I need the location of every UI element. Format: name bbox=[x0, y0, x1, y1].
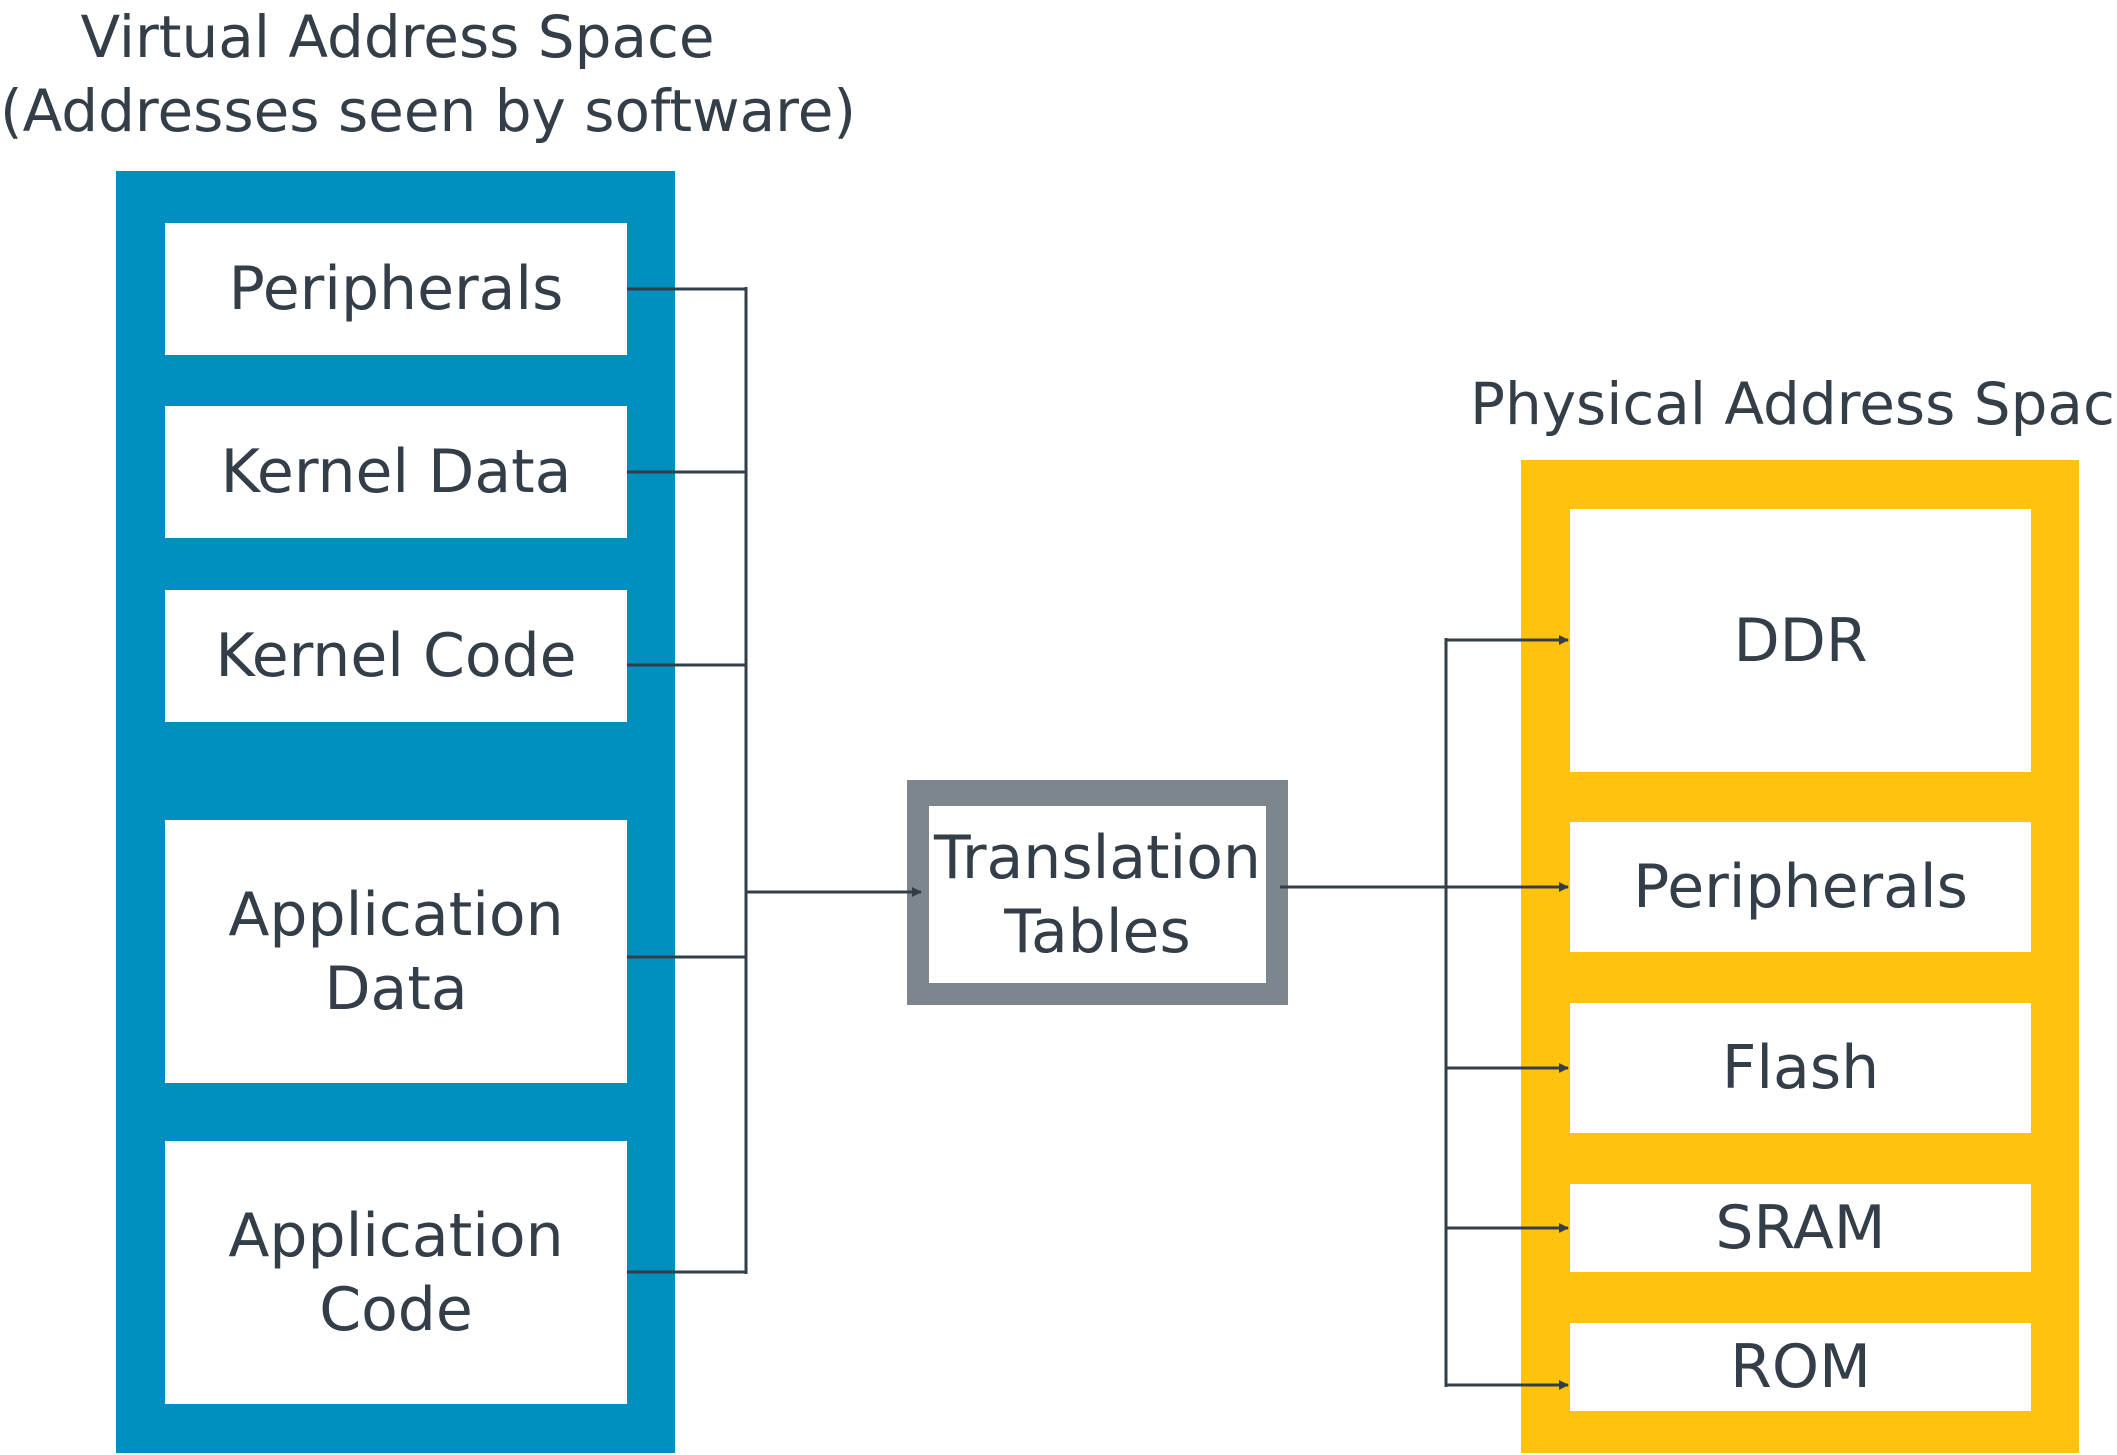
physical-region-ddr: DDR bbox=[1570, 509, 2031, 772]
virtual-region-application-code-line1: Application bbox=[228, 1200, 564, 1271]
physical-region-rom: ROM bbox=[1570, 1323, 2031, 1411]
physical-region-peripherals: Peripherals bbox=[1570, 822, 2031, 952]
virtual-title-line1: Virtual Address Space bbox=[80, 3, 715, 71]
physical-region-sram-label: SRAM bbox=[1715, 1193, 1886, 1263]
physical-region-ddr-label: DDR bbox=[1733, 605, 1868, 676]
virtual-region-application-data: Application Data bbox=[165, 820, 627, 1083]
translation-tables-line1: Translation bbox=[934, 822, 1261, 893]
virtual-region-kernel-code: Kernel Code bbox=[165, 590, 627, 722]
virtual-region-application-code: Application Code bbox=[165, 1141, 627, 1404]
virtual-space-title: Virtual Address Space (Addresses seen by… bbox=[0, 0, 857, 148]
virtual-region-kernel-data-label: Kernel Data bbox=[220, 437, 572, 507]
physical-region-flash-label: Flash bbox=[1721, 1033, 1880, 1103]
virtual-region-kernel-data: Kernel Data bbox=[165, 406, 627, 538]
virtual-region-peripherals: Peripherals bbox=[165, 223, 627, 355]
physical-region-flash: Flash bbox=[1570, 1003, 2031, 1133]
virtual-region-application-code-line2: Code bbox=[319, 1274, 473, 1345]
virtual-region-kernel-code-label: Kernel Code bbox=[215, 621, 577, 691]
virtual-region-peripherals-label: Peripherals bbox=[228, 254, 564, 324]
translation-tables-box: Translation Tables bbox=[929, 806, 1266, 983]
physical-region-rom-label: ROM bbox=[1730, 1332, 1871, 1402]
physical-region-peripherals-label: Peripherals bbox=[1633, 852, 1968, 922]
physical-region-sram: SRAM bbox=[1570, 1184, 2031, 1272]
virtual-title-line2: (Addresses seen by software) bbox=[0, 77, 857, 145]
physical-space-title: Physical Address Space bbox=[1470, 370, 2117, 438]
virtual-region-application-data-line2: Data bbox=[324, 953, 468, 1024]
translation-tables-line2: Tables bbox=[1004, 896, 1191, 967]
virtual-region-application-data-line1: Application bbox=[228, 879, 564, 950]
